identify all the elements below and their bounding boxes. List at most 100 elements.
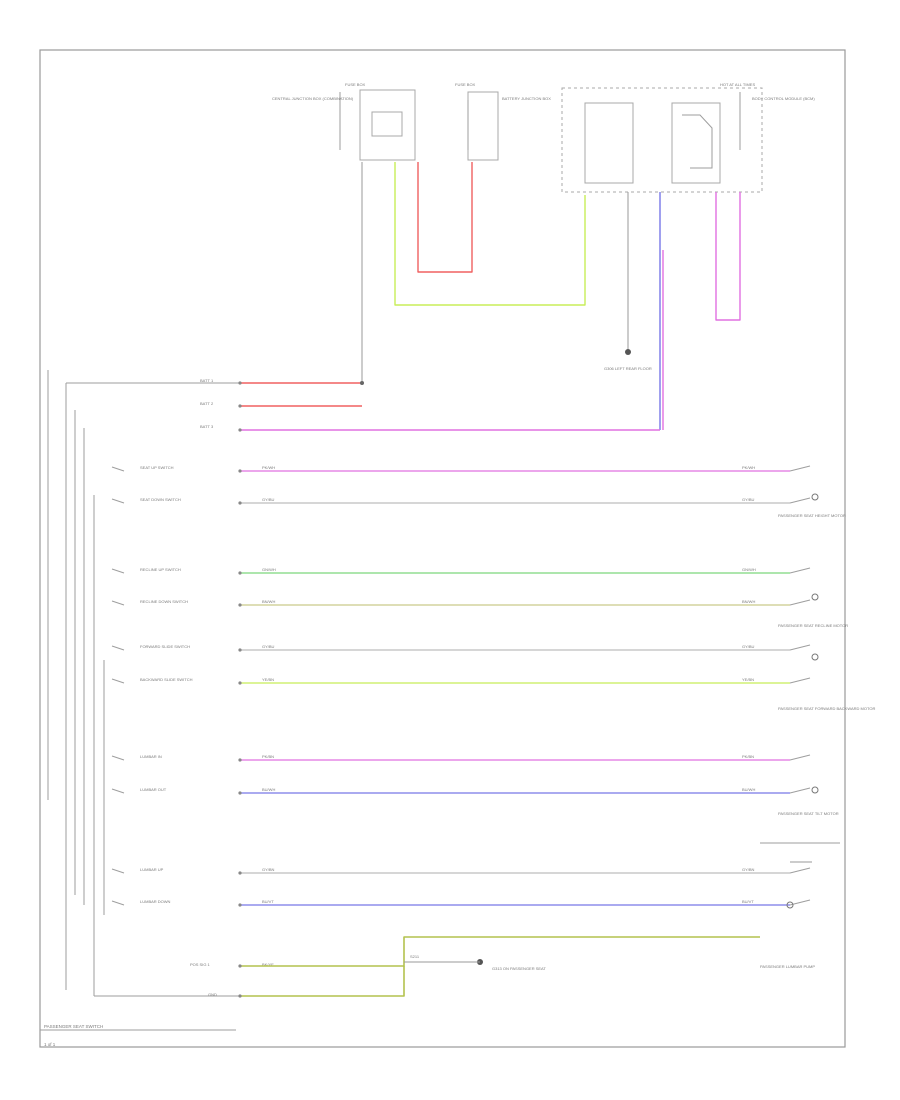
wire-red-loop	[417, 162, 473, 273]
circuit-pin-dot	[238, 469, 242, 473]
gnd-pin: GND	[208, 992, 217, 997]
switch-contact	[111, 755, 125, 761]
splice-dot	[360, 381, 364, 385]
circuit-label: LUMBAR OUT	[140, 787, 167, 792]
feed-connections: BATT 1 BATT 2 BATT 3	[200, 378, 660, 432]
diagram-caption: 1 of 1	[44, 1042, 56, 1047]
motor-terminal	[789, 677, 811, 684]
splice-label: S211	[410, 954, 420, 959]
ground-g313-label: G313 ON PASSENGER SEAT	[492, 966, 546, 971]
circuit-pin-dot	[238, 648, 242, 652]
fuse-box-2-desc: BATTERY JUNCTION BOX	[502, 96, 551, 101]
motor-list: PASSENGER SEAT HEIGHT MOTOR PASSENGER SE…	[760, 493, 875, 969]
motor-terminal	[789, 497, 811, 504]
wire-code-right: GY/BU	[742, 497, 755, 502]
wire-code-right: PK/WH	[742, 465, 755, 470]
wire-code-left: PK/WH	[262, 465, 275, 470]
motor-lumbar-pump: PASSENGER LUMBAR PUMP	[760, 964, 815, 969]
circuit-pin-dot	[238, 871, 242, 875]
switch-contact	[111, 645, 125, 651]
feed-pin-dot-2	[238, 404, 242, 408]
switch-contact	[111, 568, 125, 574]
wire-yellowgreen-loop	[394, 162, 586, 306]
circuit-label: SEAT DOWN SWITCH	[140, 497, 181, 502]
circuit-pin-dot	[238, 501, 242, 505]
wire-code-left: GY/BU	[262, 497, 275, 502]
feed-pin-1: BATT 1	[200, 378, 214, 383]
ground-g306-label: G306 LEFT REAR FLOOR	[604, 366, 652, 371]
motor-symbol-1	[811, 493, 819, 501]
motor-symbol-4	[811, 786, 819, 794]
fuse-box-1-label: FUSE BOX	[345, 82, 366, 87]
battery-junction-box: FUSE BOX BATTERY JUNCTION BOX	[455, 82, 551, 161]
top-wires	[361, 162, 741, 430]
switch-contact	[111, 498, 125, 504]
motor-seat-tilt: PASSENGER SEAT TILT MOTOR	[778, 811, 839, 816]
motor-symbol-5	[786, 901, 794, 909]
circuit-pin-dot	[238, 903, 242, 907]
body-control-module: HOT AT ALL TIMES BODY CONTROL MODULE (BC…	[561, 82, 815, 193]
circuit-label: FORWARD SLIDE SWITCH	[140, 644, 190, 649]
circuit-row-c4: RECLINE DOWN SWITCH BN/WH BN/WH	[111, 599, 811, 607]
circuit-label: SEAT UP SWITCH	[140, 465, 174, 470]
motor-terminal	[789, 867, 811, 874]
wire-code-left: BU/VT	[262, 899, 274, 904]
feed-pin-3: BATT 3	[200, 424, 214, 429]
circuit-pin-dot	[238, 571, 242, 575]
diagram-frame	[39, 49, 846, 1048]
wire-magenta-loop	[715, 192, 741, 321]
circuit-pin-dot	[238, 603, 242, 607]
circuit-rows: SEAT UP SWITCH PK/WH PK/WH SEAT DOWN SWITCH…	[111, 465, 811, 907]
circuit-label: BACKWARD SLIDE SWITCH	[140, 677, 193, 682]
motor-terminal	[789, 754, 811, 761]
wire-code-right: BN/WH	[742, 599, 755, 604]
wire-code-right: GN/WH	[742, 567, 756, 572]
feed-pin-dot-3	[238, 428, 242, 432]
motor-seat-recline: PASSENGER SEAT RECLINE MOTOR	[778, 623, 848, 628]
circuit-label: RECLINE DOWN SWITCH	[140, 599, 188, 604]
bottom-pin-dot-2	[238, 994, 242, 998]
bottom-wire-code: BK/YE	[262, 962, 274, 967]
circuit-row-c8: LUMBAR OUT BU/WH BU/WH	[111, 787, 811, 795]
wire-code-right: BU/WH	[742, 787, 755, 792]
circuit-label: LUMBAR IN	[140, 754, 162, 759]
motor-seat-height: PASSENGER SEAT HEIGHT MOTOR	[778, 513, 846, 518]
circuit-row-c1: SEAT UP SWITCH PK/WH PK/WH	[111, 465, 811, 473]
wire-code-left: PK/BN	[262, 754, 274, 759]
wire-code-left: BN/WH	[262, 599, 275, 604]
circuit-pin-dot	[238, 758, 242, 762]
motor-seat-fwd-back: PASSENGER SEAT FORWARD BACKWARD MOTOR	[778, 706, 875, 711]
circuit-pin-dot	[238, 681, 242, 685]
pos-sig-pin: POS SIG 1	[190, 962, 211, 967]
fuse-box-1-desc: CENTRAL JUNCTION BOX (COMBINATION)	[272, 96, 354, 101]
motor-terminal	[789, 599, 811, 606]
switch-contact	[111, 900, 125, 906]
motor-terminal	[789, 567, 811, 574]
wire-code-right: YE/BN	[742, 677, 754, 682]
wire-code-left: BU/WH	[262, 787, 275, 792]
circuit-row-c6: BACKWARD SLIDE SWITCH YE/BN YE/BN	[111, 677, 811, 685]
wire-code-left: GN/WH	[262, 567, 276, 572]
diagram-title: PASSENGER SEAT SWITCH	[44, 1024, 103, 1029]
bottom-section: POS SIG 1 GND BK/YE S211 G313 ON PASSENG…	[190, 936, 760, 998]
wire-code-left: GY/BN	[262, 867, 275, 872]
bcm-desc: BODY CONTROL MODULE (BCM)	[752, 96, 815, 101]
circuit-pin-dot	[238, 791, 242, 795]
wire-code-left: GY/BU	[262, 644, 275, 649]
motor-symbol-3	[811, 653, 819, 661]
wire-code-left: YE/BN	[262, 677, 274, 682]
ground-g306: G306 LEFT REAR FLOOR	[604, 349, 652, 371]
switch-contact	[111, 788, 125, 794]
central-junction-box: FUSE BOX CENTRAL JUNCTION BOX (COMBINATI…	[272, 82, 416, 161]
bcm-label: HOT AT ALL TIMES	[720, 82, 755, 87]
circuit-label: LUMBAR DOWN	[140, 899, 171, 904]
bottom-pin-dot-1	[238, 964, 242, 968]
feed-pin-dot-1	[238, 381, 242, 385]
motor-terminal	[789, 465, 811, 472]
switch-contact	[111, 678, 125, 684]
